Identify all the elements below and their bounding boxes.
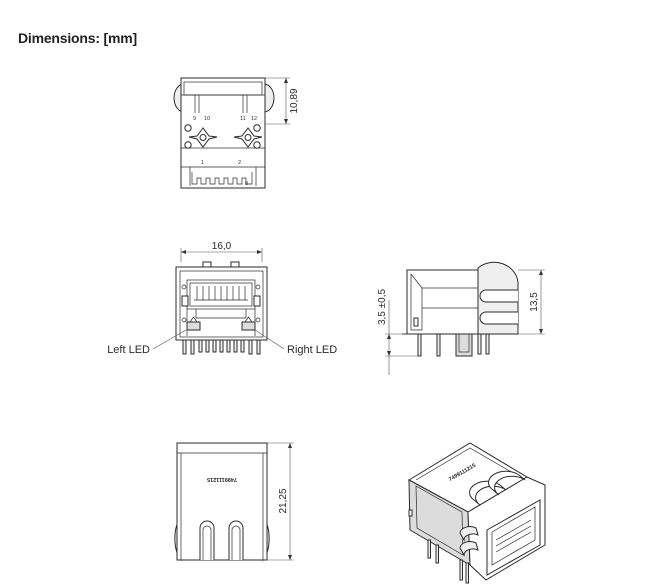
bottom-dim-length: 21,25 <box>278 488 289 513</box>
bottom-body <box>176 442 268 561</box>
top-body <box>180 77 266 189</box>
left-led-window <box>186 321 201 331</box>
top-contact-comb <box>191 172 253 185</box>
dimensions-title: Dimensions: [mm] <box>18 30 137 46</box>
pin-label-1: 1 <box>201 160 204 166</box>
left-led-label: Left LED <box>107 344 150 356</box>
front-dim-width: 16,0 <box>212 241 232 252</box>
pin-label-9: 9 <box>193 116 196 122</box>
bottom-part-code: 7499111215 <box>207 476 237 482</box>
side-view: 3,5 ±0,5 13,5 <box>377 261 545 375</box>
bottom-view: 7499111215 21,25 <box>174 442 294 562</box>
side-dim-pin: 3,5 ±0,5 <box>377 289 388 326</box>
pin-label-2: 2 <box>238 160 241 166</box>
front-view: 16,0 <box>107 241 337 356</box>
side-dim-height: 13,5 <box>529 292 540 312</box>
right-led-label: Right LED <box>287 344 337 356</box>
pin-label-12: 12 <box>251 116 257 122</box>
top-led-dome-right <box>263 83 275 113</box>
pin-label-10: 10 <box>204 116 210 122</box>
iso-view: 7499111215 <box>407 442 546 584</box>
top-dim-height: 10,89 <box>289 88 300 113</box>
top-view: 9 10 11 12 1 2 8 10,89 <box>173 77 300 189</box>
pin-label-11: 11 <box>240 116 246 122</box>
right-led-window <box>241 321 256 331</box>
